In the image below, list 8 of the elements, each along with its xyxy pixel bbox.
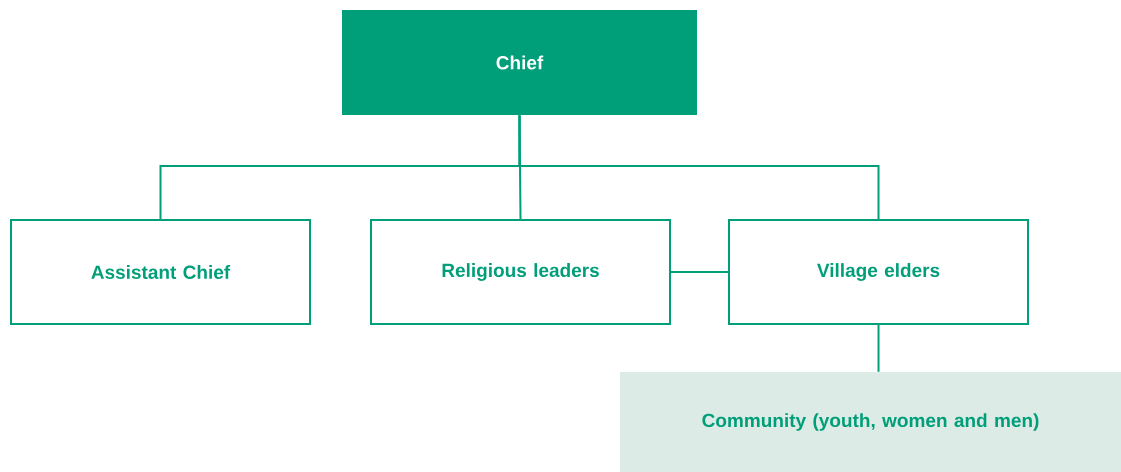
role-box: Religious leaders bbox=[370, 219, 671, 325]
connector-line bbox=[670, 271, 729, 273]
role-box: Assistant Chief bbox=[10, 219, 311, 325]
community-box: Community (youth, women and men) bbox=[620, 372, 1121, 472]
connector-line bbox=[877, 324, 880, 373]
role-box: Village elders bbox=[728, 219, 1029, 325]
connector-line bbox=[518, 114, 880, 220]
title-box: Chief bbox=[342, 10, 697, 115]
